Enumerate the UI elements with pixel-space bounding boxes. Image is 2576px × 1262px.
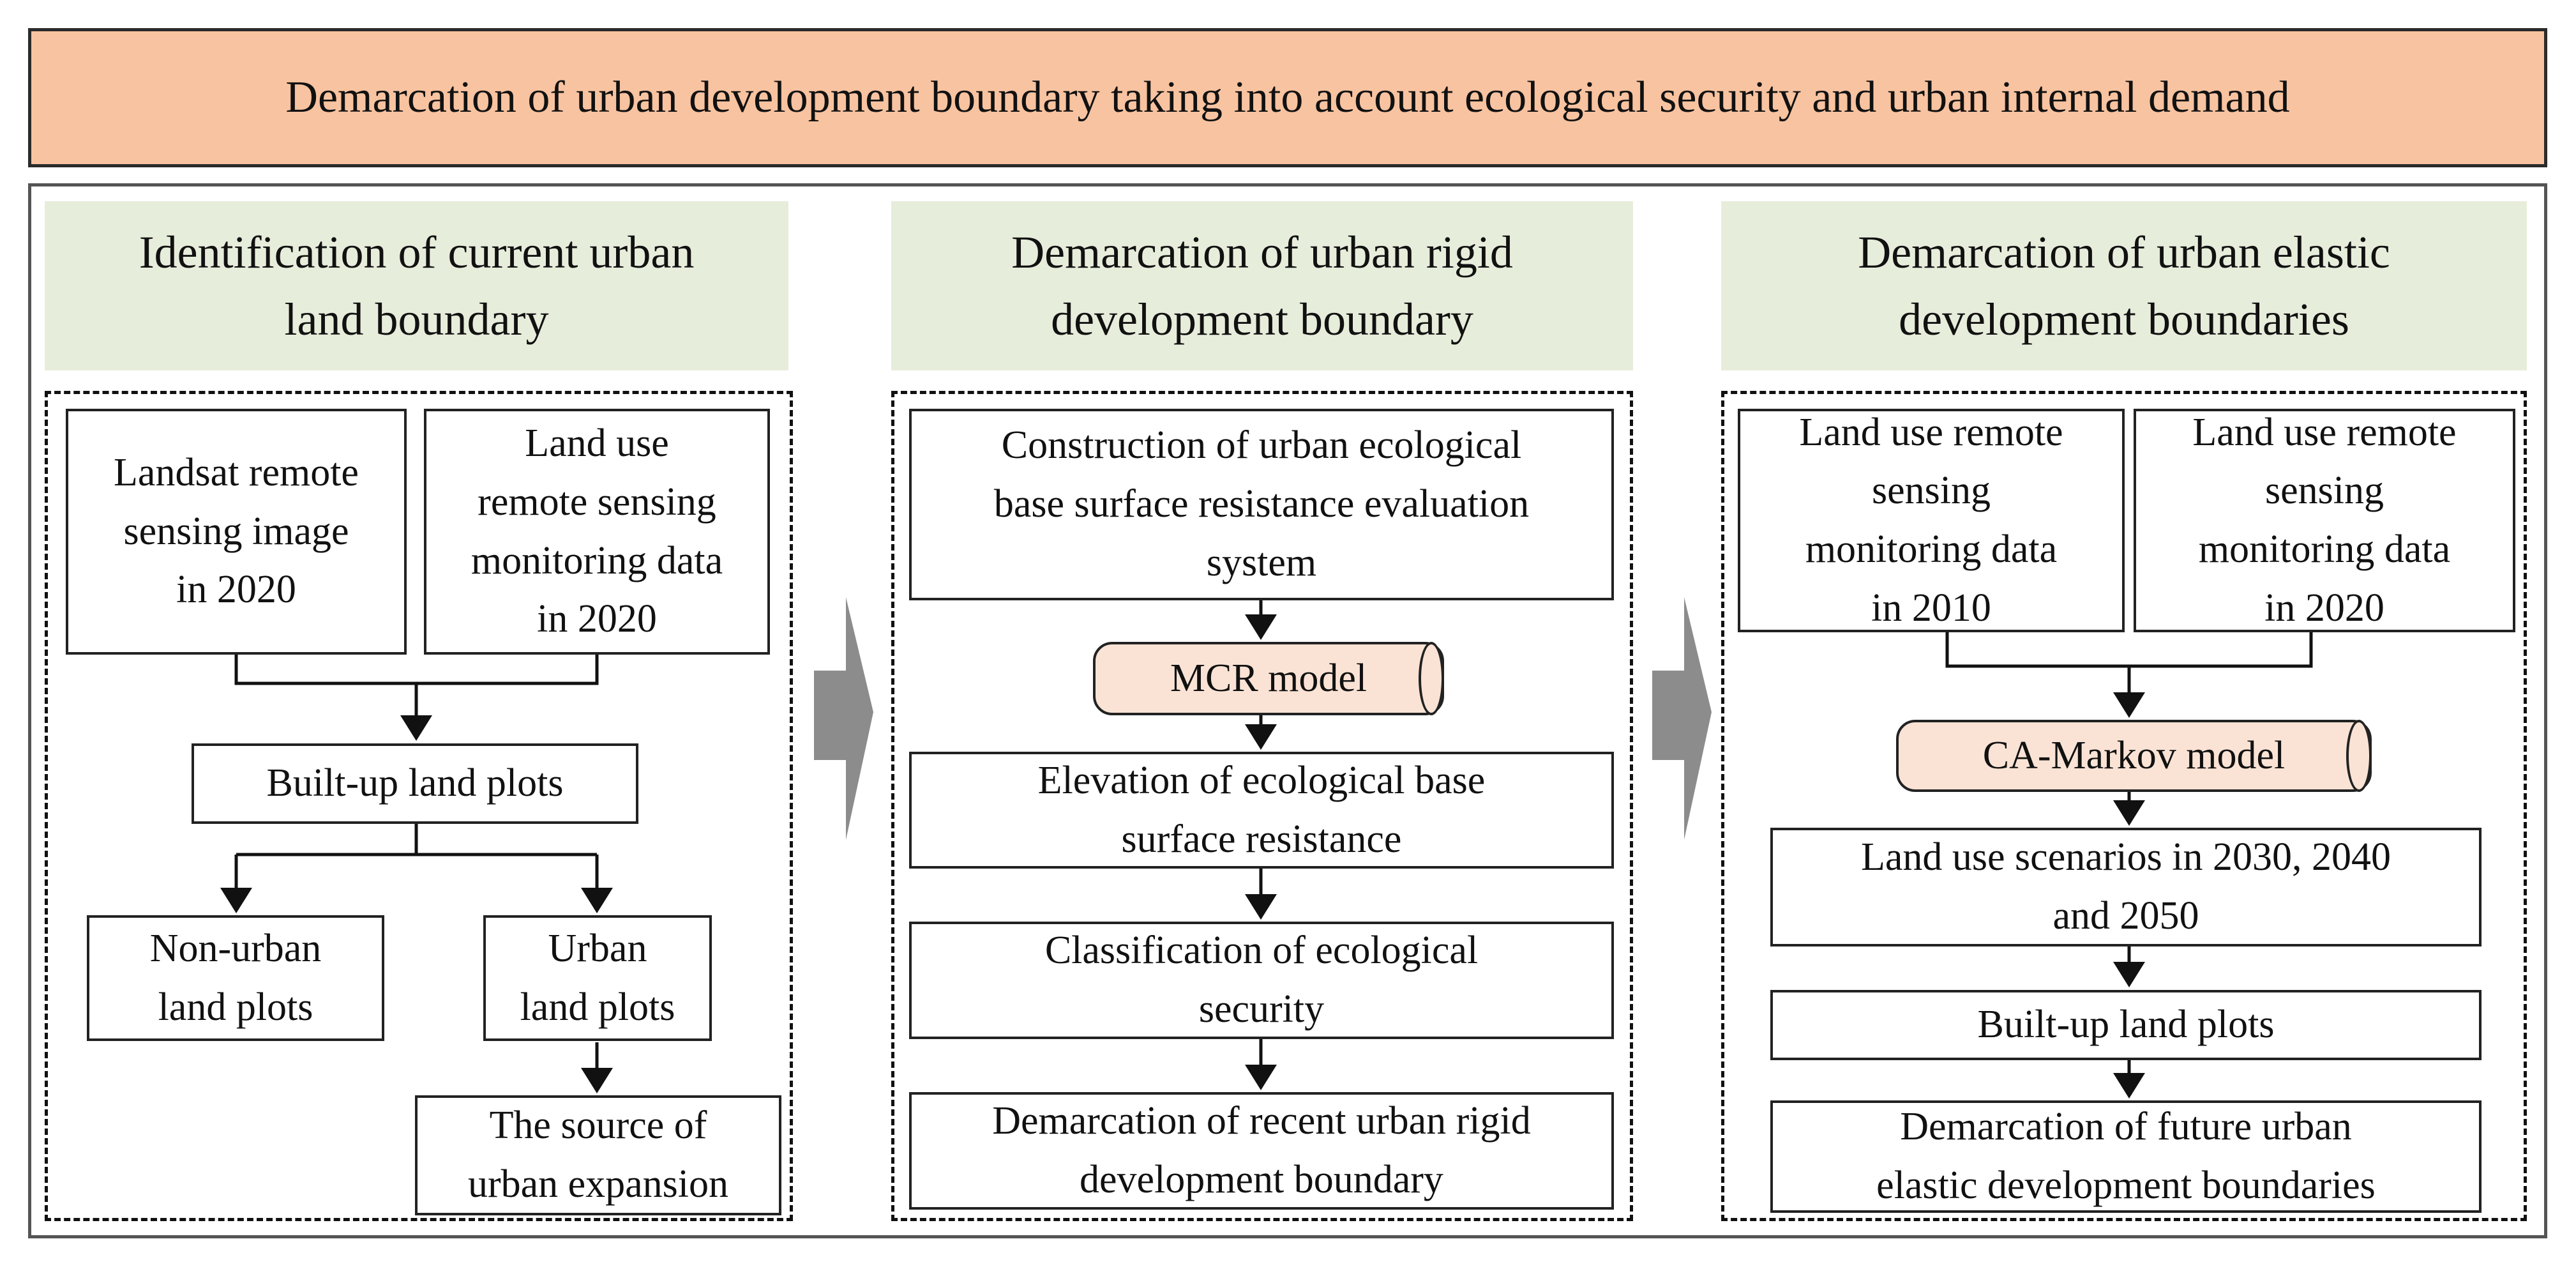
node-land-use-scenarios: Land use scenarios in 2030, 2040 and 2050 <box>1770 828 2482 946</box>
node-line: remote sensing <box>478 480 716 524</box>
node-ca-markov-model: CA-Markov model <box>1896 720 2372 792</box>
node-resistance-elevation: Elevation of ecological base surface resi… <box>909 752 1614 869</box>
header-line: Identification of current urban <box>139 227 695 278</box>
node-landuse-2020: Land use remote sensing monitoring data in … <box>424 409 770 655</box>
node-line: Demarcation of future urban <box>1900 1105 2352 1149</box>
diagram-title-text: Demarcation of urban development boundar… <box>285 73 2290 122</box>
column-2-container <box>891 391 1633 1221</box>
header-line: Demarcation of urban elastic <box>1858 227 2390 278</box>
main-frame <box>28 183 2547 1238</box>
node-line: and 2050 <box>2053 894 2199 938</box>
node-line: The source of <box>489 1104 707 1148</box>
node-elastic-boundaries: Demarcation of future urban elastic devel… <box>1770 1100 2482 1213</box>
column-1-container <box>45 391 793 1221</box>
node-line: Classification of ecological <box>1044 929 1479 973</box>
node-line: security <box>1198 987 1325 1031</box>
node-nonurban-land: Non-urban land plots <box>87 915 384 1041</box>
node-mcr-model: MCR model <box>1093 642 1444 715</box>
node-urban-expansion-source: The source of urban expansion <box>415 1095 781 1215</box>
node-line: in 2010 <box>1871 586 1991 630</box>
node-line: elastic development boundaries <box>1876 1164 2376 1207</box>
arrowhead <box>581 1068 613 1093</box>
header-line: development boundaries <box>1899 293 2349 345</box>
merge-connector <box>234 655 599 685</box>
node-line: urban expansion <box>467 1162 729 1206</box>
node-builtup-land-2: Built-up land plots <box>1770 990 2482 1060</box>
node-landuse-2010: Land use remote sensing monitoring data in … <box>1738 409 2125 632</box>
stage-arrow-2 <box>1652 597 1712 840</box>
node-line: in 2020 <box>2264 586 2384 630</box>
cylinder-cap <box>1419 642 1444 715</box>
arrowhead <box>1245 614 1277 640</box>
node-line: land plots <box>158 985 313 1029</box>
node-line: monitoring data <box>1805 528 2058 571</box>
arrowhead <box>1245 894 1277 920</box>
node-line: MCR model <box>1170 657 1367 700</box>
arrowhead <box>1245 1065 1277 1090</box>
node-line: in 2020 <box>537 597 657 641</box>
node-security-classification: Classification of ecological security <box>909 922 1614 1039</box>
node-line: development boundary <box>1080 1158 1443 1201</box>
node-line: CA-Markov model <box>1982 734 2286 777</box>
node-line: Built-up land plots <box>266 761 564 805</box>
diagram-title: Demarcation of urban development boundar… <box>28 28 2547 167</box>
header-line: development boundary <box>1051 293 1473 345</box>
node-line: monitoring data <box>471 538 723 582</box>
node-line: system <box>1206 540 1317 584</box>
node-line: surface resistance <box>1121 817 1402 861</box>
node-line: monitoring data <box>2198 528 2451 571</box>
node-line: Land use scenarios in 2030, 2040 <box>1861 835 2391 879</box>
header-line: Demarcation of urban rigid <box>1011 227 1513 278</box>
node-line: sensing image <box>123 509 349 553</box>
arrowhead <box>2113 800 2145 826</box>
arrowhead <box>400 715 432 741</box>
column-1-header: Identification of current urban land boun… <box>45 201 788 370</box>
node-resistance-evaluation-system: Construction of urban ecological base sur… <box>909 409 1614 600</box>
node-urban-land: Urban land plots <box>483 915 712 1041</box>
node-landsat-image: Landsat remote sensing image in 2020 <box>66 409 407 655</box>
arrowhead <box>220 888 252 913</box>
stage-arrow-1 <box>814 597 873 840</box>
column-3-container <box>1721 391 2527 1221</box>
node-line: Land use <box>525 422 669 465</box>
node-line: Non-urban <box>149 926 322 970</box>
node-line: Demarcation of recent urban rigid <box>992 1099 1531 1143</box>
node-line: Elevation of ecological base <box>1037 758 1486 802</box>
arrowhead <box>2113 1073 2145 1099</box>
node-line: land plots <box>520 985 675 1029</box>
node-line: in 2020 <box>176 568 296 612</box>
node-line: sensing <box>2264 469 2384 513</box>
arrowhead <box>1245 724 1277 750</box>
node-line: Land use remote <box>2192 410 2457 454</box>
node-line: sensing <box>1871 469 1991 513</box>
node-line: Built-up land plots <box>1977 1003 2275 1047</box>
node-line: Land use remote <box>1799 410 2063 454</box>
node-line: Construction of urban ecological <box>1001 423 1522 468</box>
column-3-header: Demarcation of urban elastic development … <box>1721 201 2527 370</box>
node-line: base surface resistance evaluation <box>993 482 1530 526</box>
column-2-header: Demarcation of urban rigid development bo… <box>891 201 1633 370</box>
arrowhead <box>2113 692 2145 718</box>
header-line: land boundary <box>284 293 549 345</box>
node-line: Landsat remote <box>114 450 359 494</box>
arrowhead <box>581 888 613 913</box>
arrowhead <box>2113 962 2145 987</box>
node-line: Urban <box>548 926 647 970</box>
node-rigid-boundary: Demarcation of recent urban rigid develop… <box>909 1092 1614 1210</box>
node-builtup-land: Built-up land plots <box>192 743 638 824</box>
cylinder-cap <box>2346 720 2372 792</box>
node-landuse-2020-elastic: Land use remote sensing monitoring data in … <box>2134 409 2515 632</box>
